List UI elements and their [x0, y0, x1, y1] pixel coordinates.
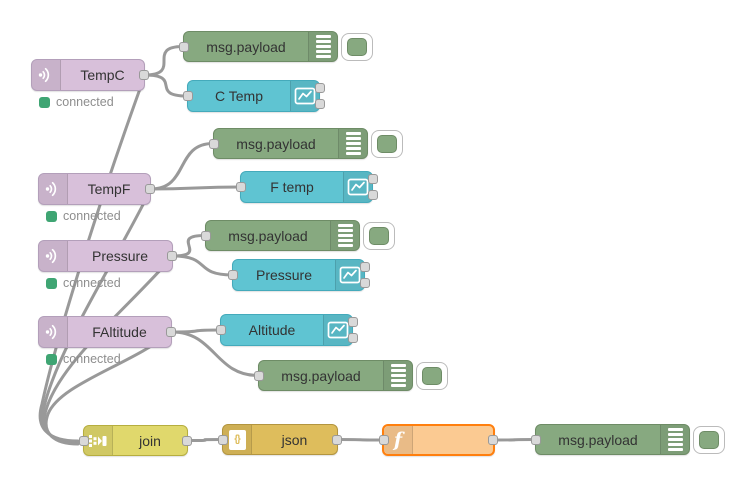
node-debug3[interactable]: msg.payload: [201, 220, 395, 251]
debug-list-icon: [308, 32, 337, 61]
output-port[interactable]: [348, 333, 358, 343]
node-debug2[interactable]: msg.payload: [209, 128, 403, 159]
node-status: connected: [46, 352, 121, 366]
input-port[interactable]: [228, 270, 238, 280]
node-label: TempF: [87, 181, 131, 197]
node-pchart[interactable]: Pressure: [228, 259, 370, 291]
node-json[interactable]: { } json: [218, 424, 342, 455]
node-label: C Temp: [215, 88, 263, 104]
status-text: connected: [63, 209, 121, 223]
wire[interactable]: [149, 185, 242, 191]
node-label: msg.payload: [228, 227, 308, 244]
debug-list-icon: [660, 425, 689, 454]
node-label: msg.payload: [558, 431, 638, 448]
node-faltitude[interactable]: FAltitude: [38, 316, 176, 348]
output-port[interactable]: [139, 70, 149, 80]
node-label: join: [139, 432, 161, 449]
node-pressure[interactable]: Pressure: [38, 240, 177, 272]
chart-line-icon: [343, 172, 372, 202]
chart-line-icon: [290, 81, 319, 111]
status-dot: [39, 96, 50, 108]
node-debug4[interactable]: msg.payload: [254, 360, 448, 391]
output-port[interactable]: [145, 184, 155, 194]
status-text: connected: [63, 276, 121, 290]
input-port[interactable]: [183, 91, 193, 101]
input-port[interactable]: [531, 434, 541, 445]
output-port[interactable]: [360, 262, 370, 272]
input-port[interactable]: [209, 138, 219, 149]
status-dot: [46, 210, 57, 222]
node-label: Altitude: [248, 322, 296, 338]
node-label: F temp: [270, 179, 314, 195]
wire[interactable]: [493, 438, 537, 442]
debug-list-icon: [338, 129, 367, 158]
output-port[interactable]: [348, 317, 358, 327]
status-dot: [46, 277, 57, 289]
node-ctemp[interactable]: C Temp: [183, 80, 325, 112]
input-port[interactable]: [254, 370, 264, 381]
chart-line-icon: [323, 315, 352, 345]
output-port[interactable]: [332, 434, 342, 445]
output-port[interactable]: [368, 190, 378, 200]
input-port[interactable]: [218, 434, 228, 445]
mqtt-signal-icon: [39, 317, 68, 347]
node-label: Pressure: [91, 248, 149, 264]
wire[interactable]: [186, 438, 224, 442]
wire[interactable]: [44, 330, 174, 446]
input-port[interactable]: [216, 325, 226, 335]
node-debug1[interactable]: msg.payload: [179, 31, 373, 62]
wire[interactable]: [170, 330, 260, 377]
node-label: TempC: [80, 67, 125, 83]
node-label: msg.payload: [206, 38, 286, 55]
debug-list-icon: [330, 221, 359, 250]
input-port[interactable]: [236, 182, 246, 192]
node-tempc[interactable]: TempC: [31, 59, 149, 91]
mqtt-signal-icon: [39, 241, 68, 271]
output-port[interactable]: [182, 435, 192, 446]
wire[interactable]: [149, 142, 215, 191]
output-port[interactable]: [166, 327, 176, 337]
debug-toggle-button[interactable]: [371, 129, 403, 158]
node-altchart[interactable]: Altitude: [216, 314, 358, 346]
node-func[interactable]: f: [379, 424, 498, 456]
node-label: json: [281, 431, 308, 448]
node-join[interactable]: join: [79, 425, 192, 456]
debug-list-icon: [383, 361, 412, 390]
output-port[interactable]: [315, 83, 325, 93]
mqtt-signal-icon: [32, 60, 61, 90]
input-port[interactable]: [379, 435, 389, 445]
debug-toggle-button[interactable]: [363, 221, 395, 250]
wire[interactable]: [143, 45, 185, 77]
node-status: connected: [46, 209, 121, 223]
node-label: msg.payload: [236, 135, 316, 152]
node-label: msg.payload: [281, 367, 361, 384]
wire[interactable]: [336, 438, 384, 442]
status-text: connected: [63, 352, 121, 366]
mqtt-signal-icon: [39, 174, 68, 204]
output-port[interactable]: [368, 174, 378, 184]
input-port[interactable]: [179, 41, 189, 52]
node-status: connected: [39, 95, 114, 109]
wire[interactable]: [143, 73, 189, 98]
debug-toggle-button[interactable]: [341, 32, 373, 61]
node-debug5[interactable]: msg.payload: [531, 424, 725, 455]
wire[interactable]: [171, 254, 234, 277]
node-label: FAltitude: [92, 324, 147, 340]
output-port[interactable]: [360, 278, 370, 288]
node-ftemp[interactable]: F temp: [236, 171, 378, 203]
output-port[interactable]: [488, 435, 498, 445]
json-braces-icon: { }: [223, 425, 252, 454]
node-status: connected: [46, 276, 121, 290]
input-port[interactable]: [201, 230, 211, 241]
debug-toggle-button[interactable]: [416, 361, 448, 390]
output-port[interactable]: [315, 99, 325, 109]
status-text: connected: [56, 95, 114, 109]
node-label: Pressure: [255, 267, 313, 283]
status-dot: [46, 353, 57, 365]
output-port[interactable]: [167, 251, 177, 261]
debug-toggle-button[interactable]: [693, 425, 725, 454]
node-tempf[interactable]: TempF: [38, 173, 155, 205]
input-port[interactable]: [79, 435, 89, 446]
chart-line-icon: [335, 260, 364, 290]
